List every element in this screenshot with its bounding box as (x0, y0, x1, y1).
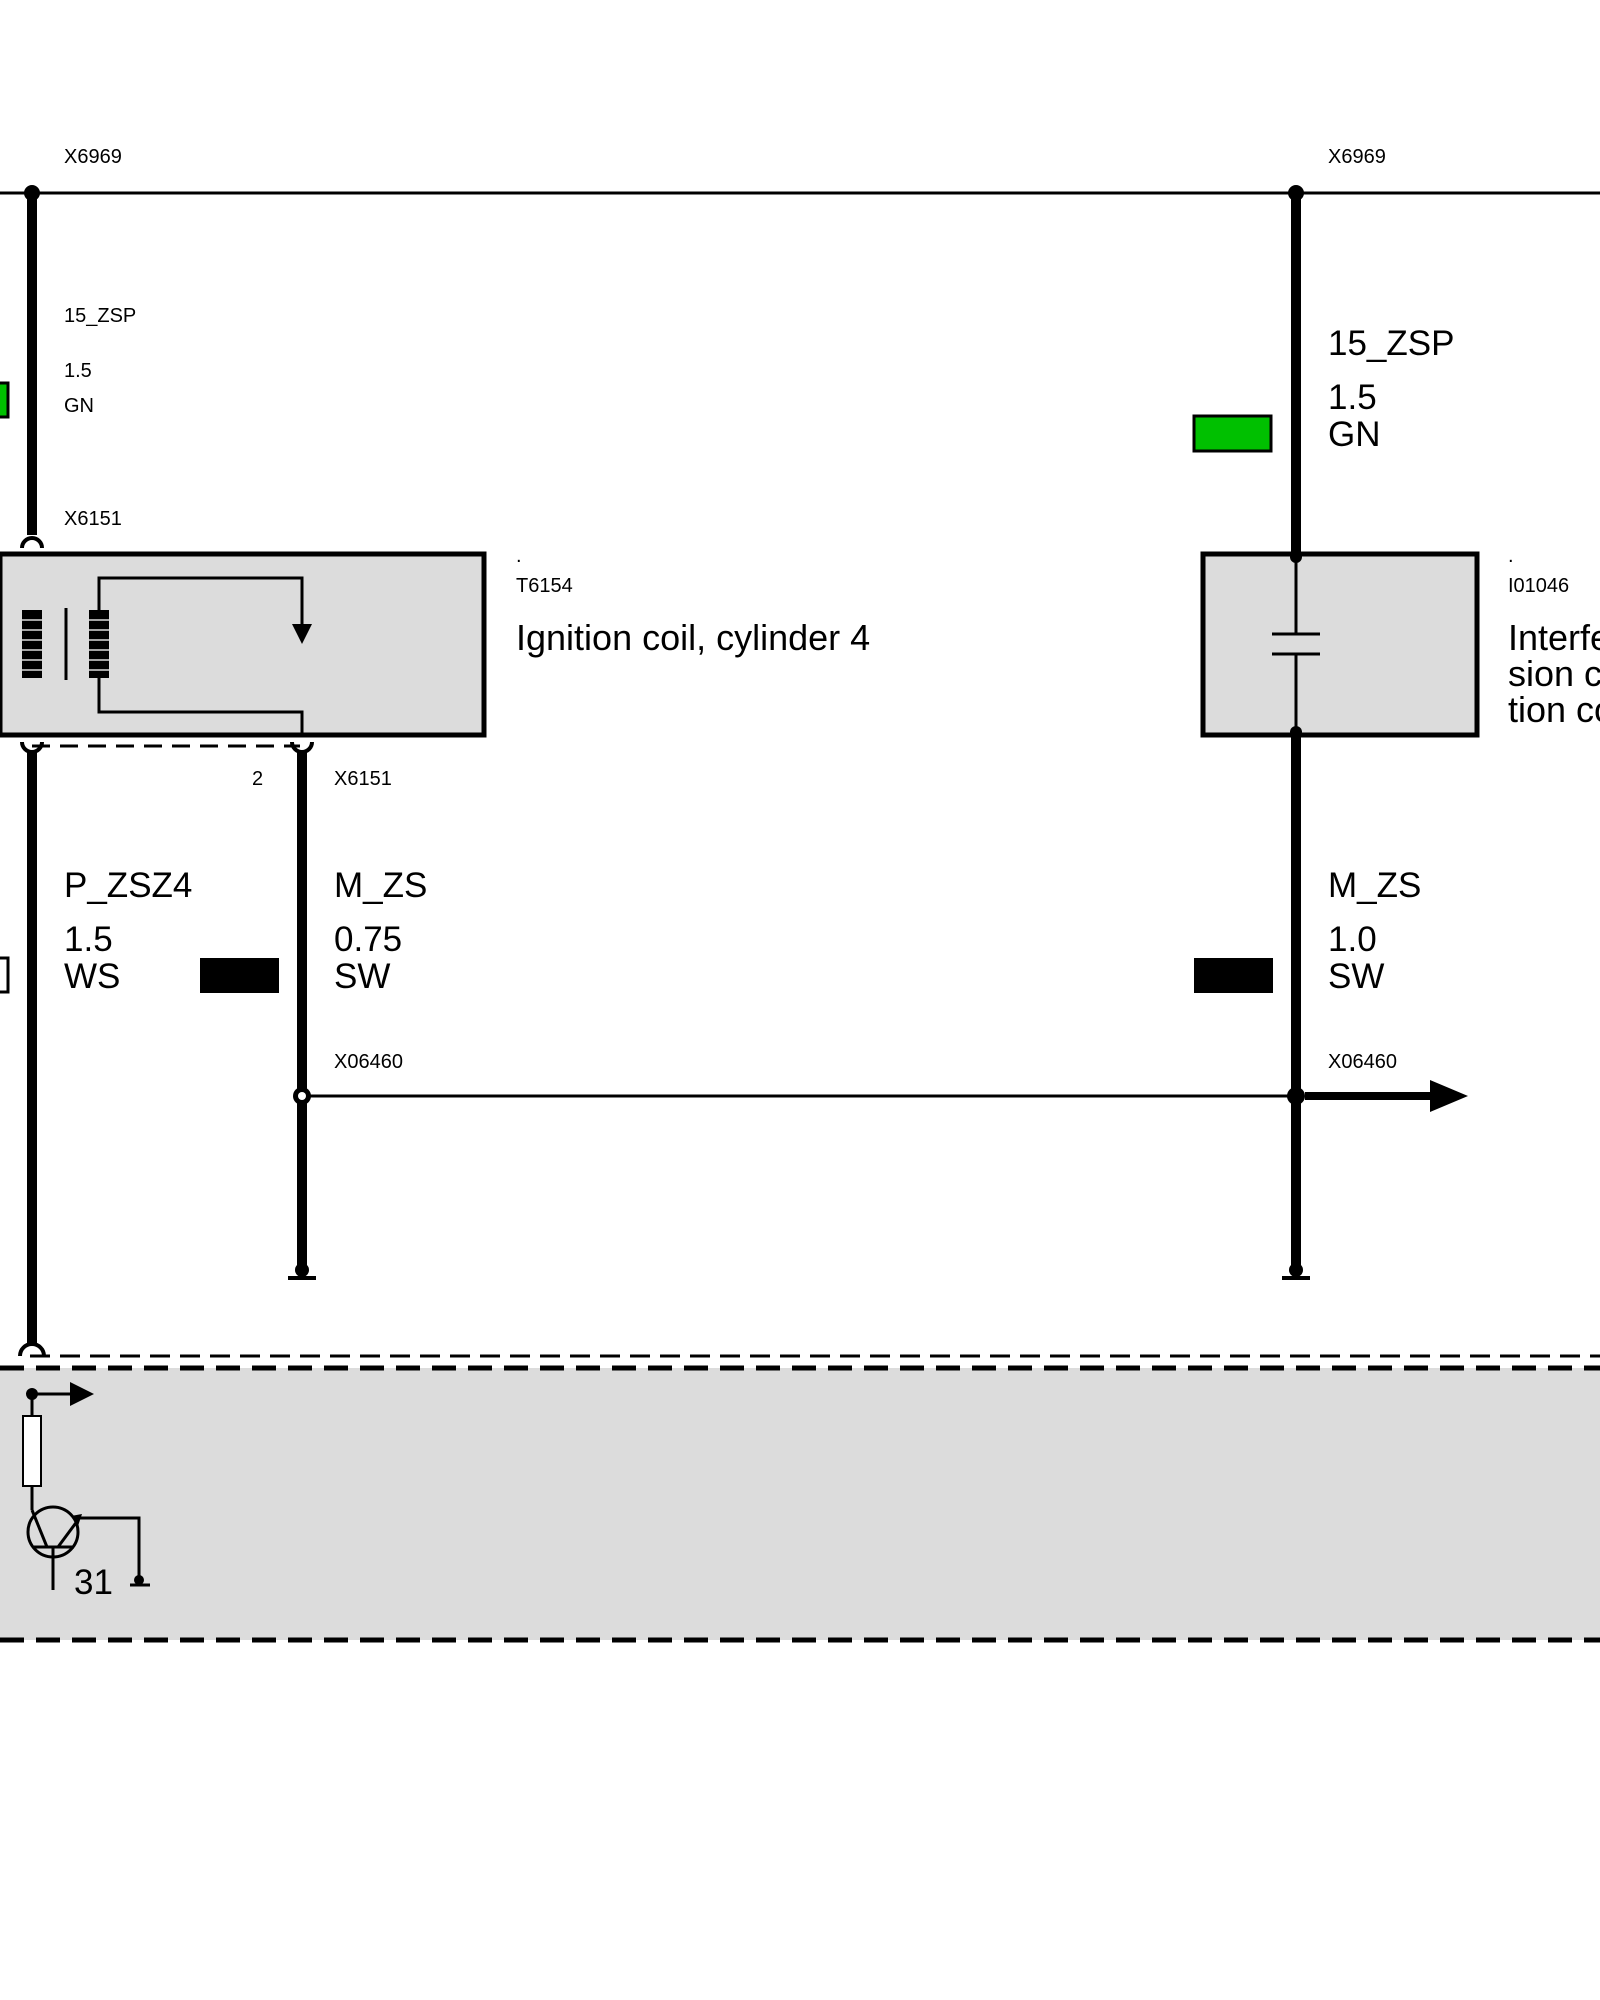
connector-x6151-pin2 (290, 741, 314, 754)
secondary-path-top (97, 576, 304, 628)
right-supply-color: GN (1328, 415, 1381, 454)
connector-pin-2: 2 (252, 768, 263, 790)
emitter-ground-wire (76, 1516, 141, 1582)
swatch-sw-coil (200, 958, 279, 993)
transistor-emitter (56, 1519, 80, 1548)
ground-point-right (1289, 1263, 1303, 1277)
connector-label-x06460-right: X06460 (1328, 1051, 1397, 1073)
swatch-sw-right (1194, 958, 1273, 993)
coil-dot: . (516, 545, 522, 567)
ignition-coil-box (0, 551, 487, 738)
output-tap-arrow-icon (70, 1382, 94, 1406)
secondary-winding (89, 610, 109, 678)
secondary-path-bottom (97, 678, 304, 735)
primary-winding (22, 610, 42, 678)
capacitor-dot: . (1508, 545, 1514, 567)
left-output-size: 1.5 (64, 920, 113, 959)
coil-name: Ignition coil, cylinder 4 (516, 617, 870, 658)
right-ground-size: 1.0 (1328, 920, 1377, 959)
spark-arrow (292, 624, 312, 644)
connector-x6151-top (20, 536, 44, 549)
left-supply-signal: 15_ZSP (64, 305, 136, 327)
right-ground-signal: M_ZS (1328, 866, 1421, 905)
suppression-capacitor-box (1200, 551, 1480, 738)
right-supply-signal: 15_ZSP (1328, 324, 1454, 363)
winding-stripes (22, 619, 109, 671)
swatch-ws-left (0, 956, 10, 994)
ground-point-left (295, 1263, 309, 1277)
coil-ground-signal: M_ZS (334, 866, 427, 905)
connector-label-x6151-top: X6151 (64, 508, 122, 530)
splice-x06460-left-inner (298, 1092, 306, 1100)
capacitor-name-line-1: Interfe (1508, 617, 1600, 658)
capacitor-id: I01046 (1508, 575, 1569, 597)
coil-id: T6154 (516, 575, 573, 597)
ground-terminal-label: 31 (74, 1563, 113, 1602)
continuation-arrow-icon (1430, 1080, 1468, 1112)
control-unit-box (0, 1368, 1600, 1640)
left-supply-color: GN (64, 395, 94, 417)
coil-ground-size: 0.75 (334, 920, 402, 959)
swatch-gn-left (0, 381, 10, 419)
swatch-gn-right (1192, 414, 1273, 453)
capacitor-name-line-3: tion co (1508, 689, 1600, 730)
right-ground-color: SW (1328, 957, 1384, 996)
ground-31-point (134, 1575, 144, 1585)
left-output-signal: P_ZSZ4 (64, 866, 192, 905)
connector-label-x6969-right: X6969 (1328, 146, 1386, 168)
resistor-symbol (22, 1415, 42, 1487)
right-supply-size: 1.5 (1328, 378, 1377, 417)
connector-label-x6151-bottom: X6151 (334, 768, 392, 790)
left-output-color: WS (64, 957, 120, 996)
capacitor-name-line-2: sion c (1508, 653, 1600, 694)
left-supply-size: 1.5 (64, 360, 92, 382)
connector-label-x06460-left: X06460 (334, 1051, 403, 1073)
transistor-collector (30, 1509, 49, 1548)
connector-label-x6969-left: X6969 (64, 146, 122, 168)
coil-ground-color: SW (334, 957, 390, 996)
control-unit-connector (18, 1342, 46, 1357)
